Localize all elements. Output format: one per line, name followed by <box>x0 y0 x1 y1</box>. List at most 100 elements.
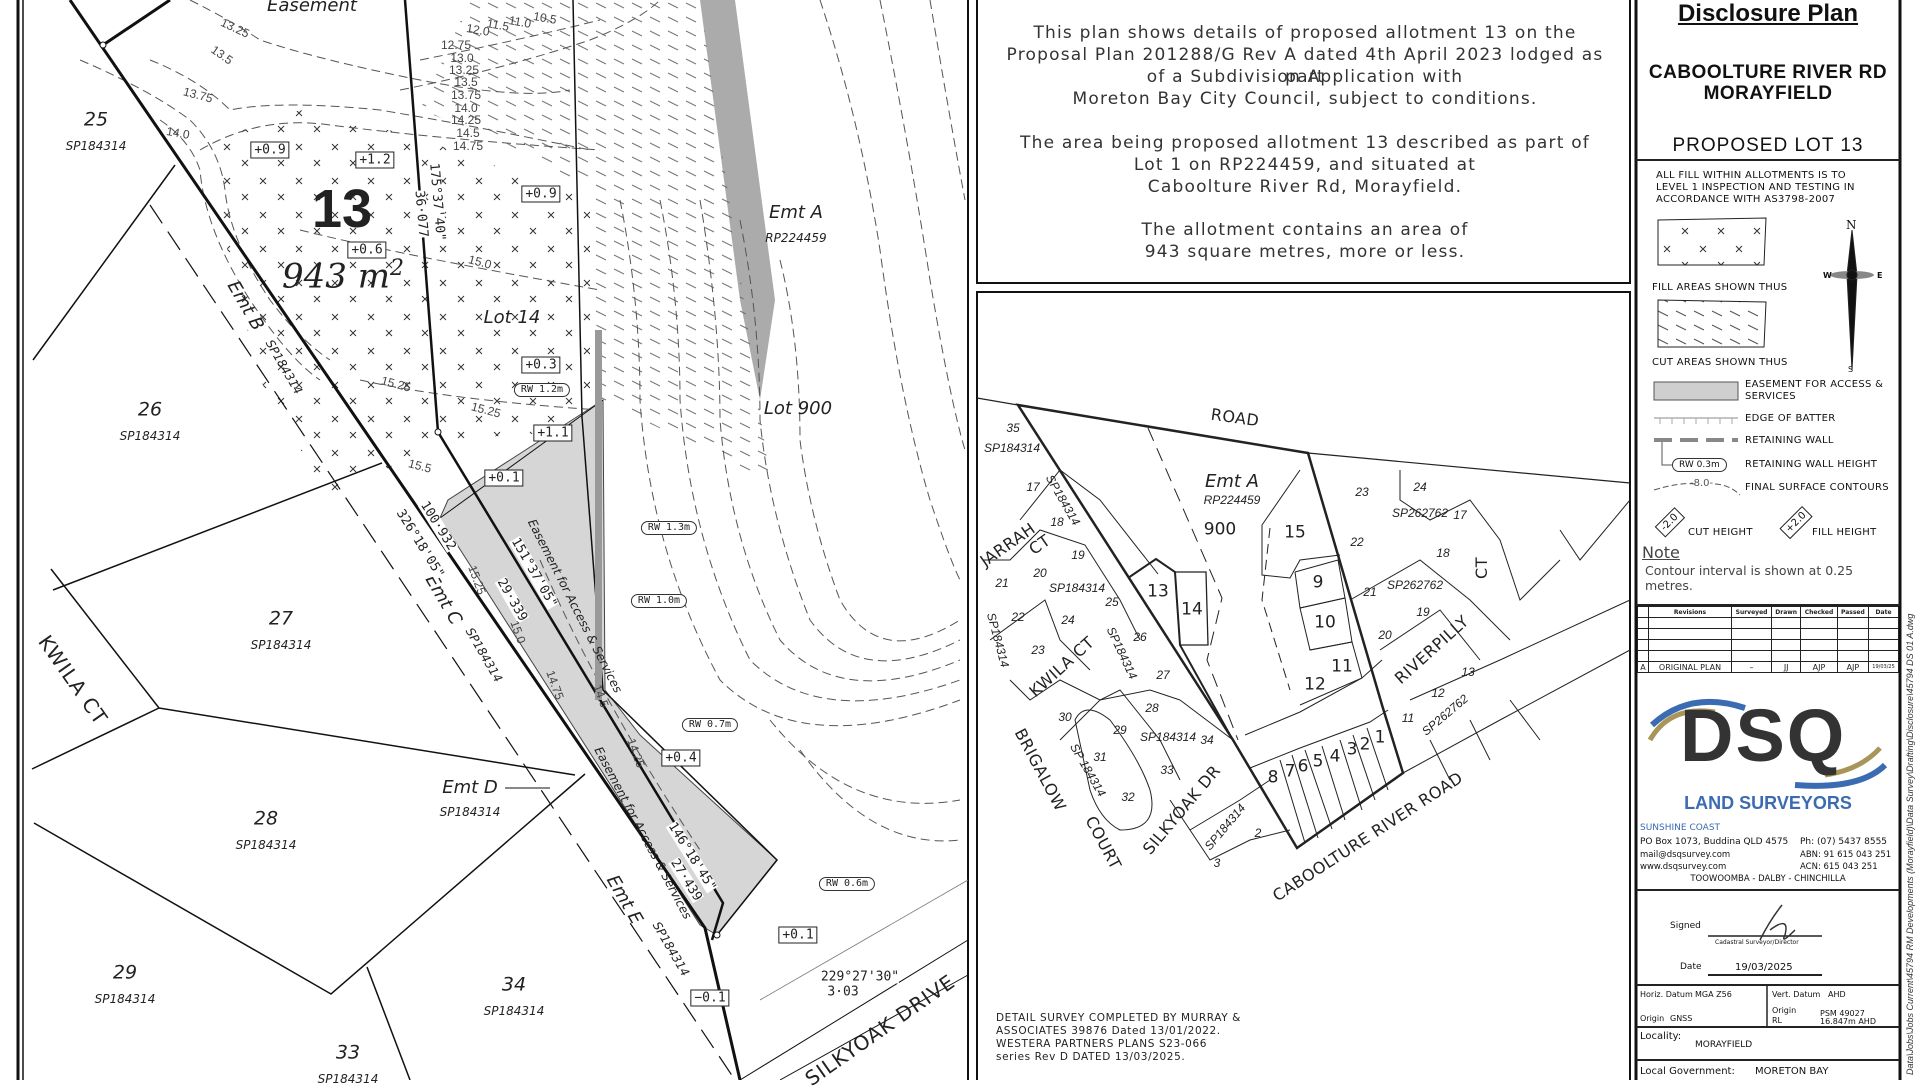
key-plan-label: 8 <box>1267 767 1279 788</box>
bearing-distance-label: 3·03 <box>827 984 859 1000</box>
local-government-value: MORETON BAY <box>1755 1066 1829 1077</box>
key-plan-label: 19 <box>1416 605 1430 619</box>
parcel-number: 26 <box>137 398 163 421</box>
revision-cell <box>1836 639 1870 651</box>
company-office: SUNSHINE COAST <box>1640 823 1721 833</box>
key-plan-label: 2 <box>1254 826 1262 840</box>
fill-height-tag: +0.3 <box>521 356 561 374</box>
key-plan-label: 3 <box>1213 856 1221 870</box>
key-plan-label: SP184314 <box>1139 730 1197 744</box>
rev-header: Surveyed <box>1730 606 1773 618</box>
key-plan-label: 32 <box>1121 790 1135 804</box>
key-plan-label: 10 <box>1314 612 1336 633</box>
legend-rw-height-label: RETAINING WALL HEIGHT <box>1745 459 1878 470</box>
key-plan-label: 29 <box>1113 723 1127 737</box>
logo-swoosh-gold-top <box>1647 708 1716 742</box>
plan-annotation: Easement <box>267 0 357 16</box>
legend-cut-label: CUT AREAS SHOWN THUS <box>1652 357 1788 368</box>
description-line: The area being proposed allotment 13 des… <box>1020 133 1590 153</box>
description-line: Moreton Bay City Council, subject to con… <box>1072 89 1538 109</box>
legend-retaining-wall-label: RETAINING WALL <box>1745 435 1834 446</box>
key-plan-label: 21 <box>1363 585 1377 599</box>
revision-row <box>1637 617 1899 629</box>
revision-cell <box>1868 628 1899 640</box>
parcel-plan-number: SP184314 <box>94 992 156 1006</box>
address-line: MORAYFIELD <box>1703 83 1833 104</box>
key-plan-label: 18 <box>1050 515 1064 529</box>
key-plan-label: 25 <box>1105 595 1119 609</box>
revision-cell <box>1730 617 1773 629</box>
key-plan-label: 21 <box>995 576 1009 590</box>
key-plan-label: 15 <box>1284 522 1306 543</box>
revision-cell <box>1648 639 1732 651</box>
key-plan-label: 20 <box>1378 628 1392 642</box>
parcel-number: 34 <box>501 973 527 996</box>
key-plan-label: 11 <box>1331 656 1353 677</box>
key-plan-label: 22 <box>1011 610 1025 624</box>
compass-north: N <box>1846 218 1857 232</box>
contour-label: 14.0 <box>454 101 478 115</box>
company-address: PO Box 1073, Buddina QLD 4575 <box>1640 837 1789 847</box>
logo-swoosh-blue-bottom <box>1794 762 1888 789</box>
rl-value: 16.847m AHD <box>1820 1017 1876 1026</box>
parcel-plan-number: SP184314 <box>65 139 127 153</box>
vert-datum-value: AHD <box>1828 990 1846 999</box>
revision-cell: 19/03/25 <box>1868 661 1899 673</box>
cut-batter-strip <box>700 0 775 400</box>
key-plan-label: 12 <box>1304 674 1326 695</box>
address-line: CABOOLTURE RIVER RD <box>1648 62 1888 83</box>
contour-label: 13.75 <box>450 88 482 102</box>
key-plan-drawing <box>976 397 1631 861</box>
key-plan-label: 9 <box>1312 572 1324 593</box>
compass-west: W <box>1823 271 1832 280</box>
key-plan-label: RP224459 <box>1203 493 1261 507</box>
logo-swoosh-blue-top <box>1649 698 1746 728</box>
contour-label: 14.5 <box>456 126 480 140</box>
survey-note-line: WESTERA PARTNERS PLANS S23-066 <box>996 1038 1208 1050</box>
legend-batter-label: EDGE OF BATTER <box>1745 413 1836 424</box>
key-plan-label: 23 <box>1031 643 1045 657</box>
key-plan-label: 20 <box>1033 566 1047 580</box>
revision-cell: A <box>1637 661 1649 673</box>
revision-cell <box>1868 617 1899 629</box>
key-plan-label: CT <box>1472 557 1491 579</box>
company-email: mail@dsqsurvey.com <box>1640 850 1731 860</box>
key-plan-label: 14 <box>1181 599 1203 620</box>
revision-cell: – <box>1730 661 1773 673</box>
parcel-plan-number: SP184314 <box>119 429 181 443</box>
legend-fill-height-label: FILL HEIGHT <box>1812 527 1877 538</box>
date-label: Date <box>1680 962 1702 972</box>
key-plan-label: SP184314 <box>983 441 1041 455</box>
key-plan-label: 27 <box>1156 668 1170 682</box>
key-plan-label: 17 <box>1026 480 1040 494</box>
revision-cell <box>1800 628 1838 640</box>
legend-fill-label: FILL AREAS SHOWN THUS <box>1652 282 1788 293</box>
plan-annotation: Emt A <box>769 202 823 223</box>
plan-annotation: Emt D <box>442 777 498 798</box>
legend-contour-label: FINAL SURFACE CONTOURS <box>1745 482 1889 493</box>
key-plan-label: 24 <box>1061 613 1075 627</box>
plan-title: Disclosure Plan <box>1677 0 1859 27</box>
contour-label: 14.25 <box>450 113 482 127</box>
contour-label: 13.25 <box>448 63 480 77</box>
revision-cell <box>1771 628 1802 640</box>
horiz-datum-label: Horiz. Datum <box>1640 990 1693 999</box>
key-plan-label: 33 <box>1160 763 1174 777</box>
retaining-wall-tag: RW 0.7m <box>681 718 739 732</box>
key-plan-label: 12 <box>1431 686 1445 700</box>
lot-area-unit: 2 <box>389 256 404 281</box>
company-branches: TOOWOOMBA - DALBY - CHINCHILLA <box>1690 874 1846 884</box>
key-plan-label: 17 <box>1453 508 1467 522</box>
legend-cut-height-label: CUT HEIGHT <box>1688 527 1753 538</box>
key-plan-label: 13 <box>1461 665 1475 679</box>
revision-cell: AJP <box>1800 661 1838 673</box>
retaining-wall-tag: RW 1.3m <box>640 521 698 535</box>
logo-swoosh-gold-bottom <box>1824 746 1882 778</box>
note-heading: Note <box>1642 543 1680 562</box>
key-plan-label: 22 <box>1350 535 1364 549</box>
description-line: Proposal Plan 201288/G Rev A dated 4th A… <box>1006 45 1604 87</box>
cut-area <box>420 0 770 480</box>
revision-cell <box>1730 650 1773 662</box>
fill-height-tag: +0.1 <box>484 469 524 487</box>
